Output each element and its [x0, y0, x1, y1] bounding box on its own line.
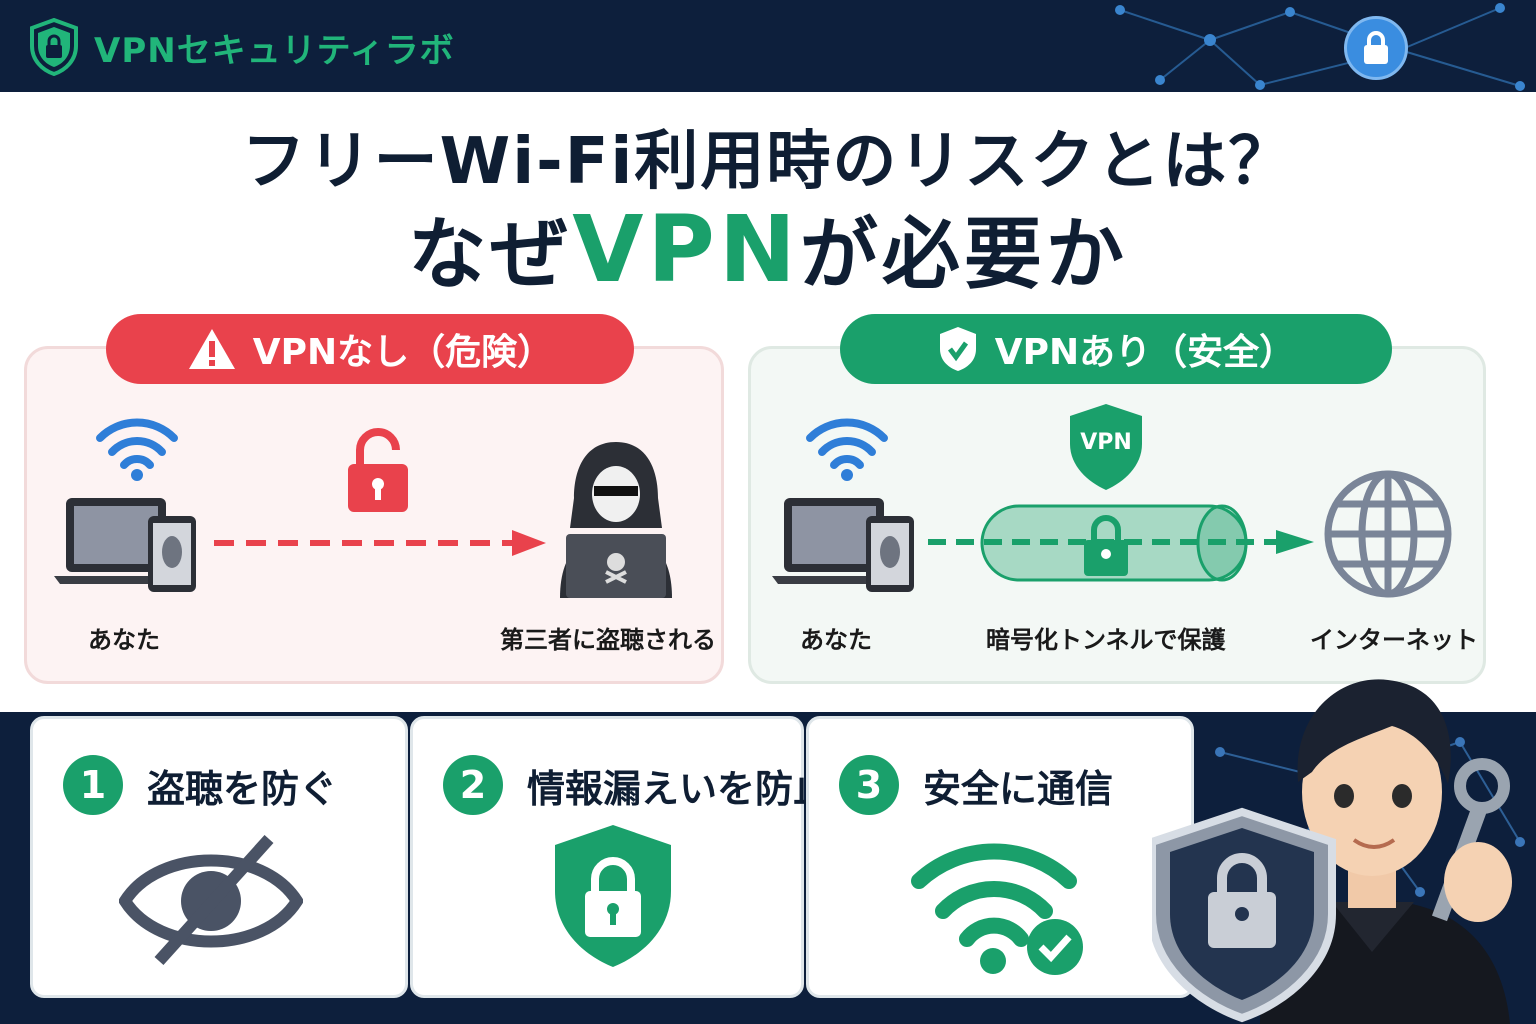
danger-pill: VPNなし（危険）	[106, 314, 634, 384]
danger-attacker-label: 第三者に盗聴される	[500, 626, 716, 654]
danger-you-label: あなた	[88, 626, 160, 654]
lock-badge-icon	[1344, 16, 1408, 80]
safe-pill: VPNあり（安全）	[840, 314, 1392, 384]
hacker-icon	[556, 438, 676, 598]
subtitle-prefix: なぜ	[408, 210, 573, 300]
wifi-icon	[92, 412, 182, 482]
safe-you-label: あなた	[800, 626, 872, 654]
shield-check-icon	[937, 325, 979, 373]
benefit-card-2: 2 情報漏えいを防止	[410, 716, 831, 998]
unlocked-lock-icon	[346, 428, 410, 514]
danger-pill-label: VPNなし（危険）	[252, 332, 554, 373]
header-bar: VPNセキュリティラボ	[0, 0, 1536, 92]
benefit-title: 盗聴を防ぐ	[147, 766, 338, 811]
wifi-check-icon	[909, 835, 1085, 975]
globe-icon	[1322, 468, 1454, 600]
laptop-phone-icon	[770, 496, 920, 596]
benefit-number: 1	[63, 755, 123, 815]
tunnel-label: 暗号化トンネルで保護	[986, 626, 1226, 654]
eye-slash-icon	[119, 835, 303, 967]
danger-arrow-icon	[212, 528, 548, 558]
benefit-card-3: 3 安全に通信	[806, 716, 1194, 998]
benefit-title: 情報漏えいを防止	[527, 766, 832, 811]
page-title: フリーWi-Fi利用時のリスクとは？	[241, 125, 1295, 199]
tunnel-arrow-icon	[926, 496, 1316, 592]
benefit-number: 2	[443, 755, 503, 815]
benefit-number: 3	[839, 755, 899, 815]
benefit-title: 安全に通信	[923, 766, 1114, 811]
subtitle-accent: VPN	[572, 196, 800, 303]
laptop-phone-icon	[52, 496, 202, 596]
warning-icon	[187, 327, 237, 371]
brand-name: VPNセキュリティラボ	[94, 30, 455, 71]
benefit-card-1: 1 盗聴を防ぐ	[30, 716, 408, 998]
internet-label: インターネット	[1310, 626, 1478, 654]
brand[interactable]: VPNセキュリティラボ	[28, 18, 455, 76]
mascot-illustration	[1152, 652, 1536, 1024]
wifi-icon	[802, 412, 892, 482]
page-subtitle: なぜVPNが必要か	[0, 192, 1536, 304]
subtitle-suffix: が必要か	[799, 210, 1128, 300]
safe-pill-label: VPNあり（安全）	[994, 332, 1296, 373]
vpn-shield: VPN	[1066, 402, 1146, 492]
vpn-shield-text: VPN	[1080, 430, 1132, 455]
network-pattern-icon	[1115, 3, 1525, 91]
shield-lock-icon	[549, 821, 677, 971]
shield-logo-icon	[28, 18, 80, 76]
